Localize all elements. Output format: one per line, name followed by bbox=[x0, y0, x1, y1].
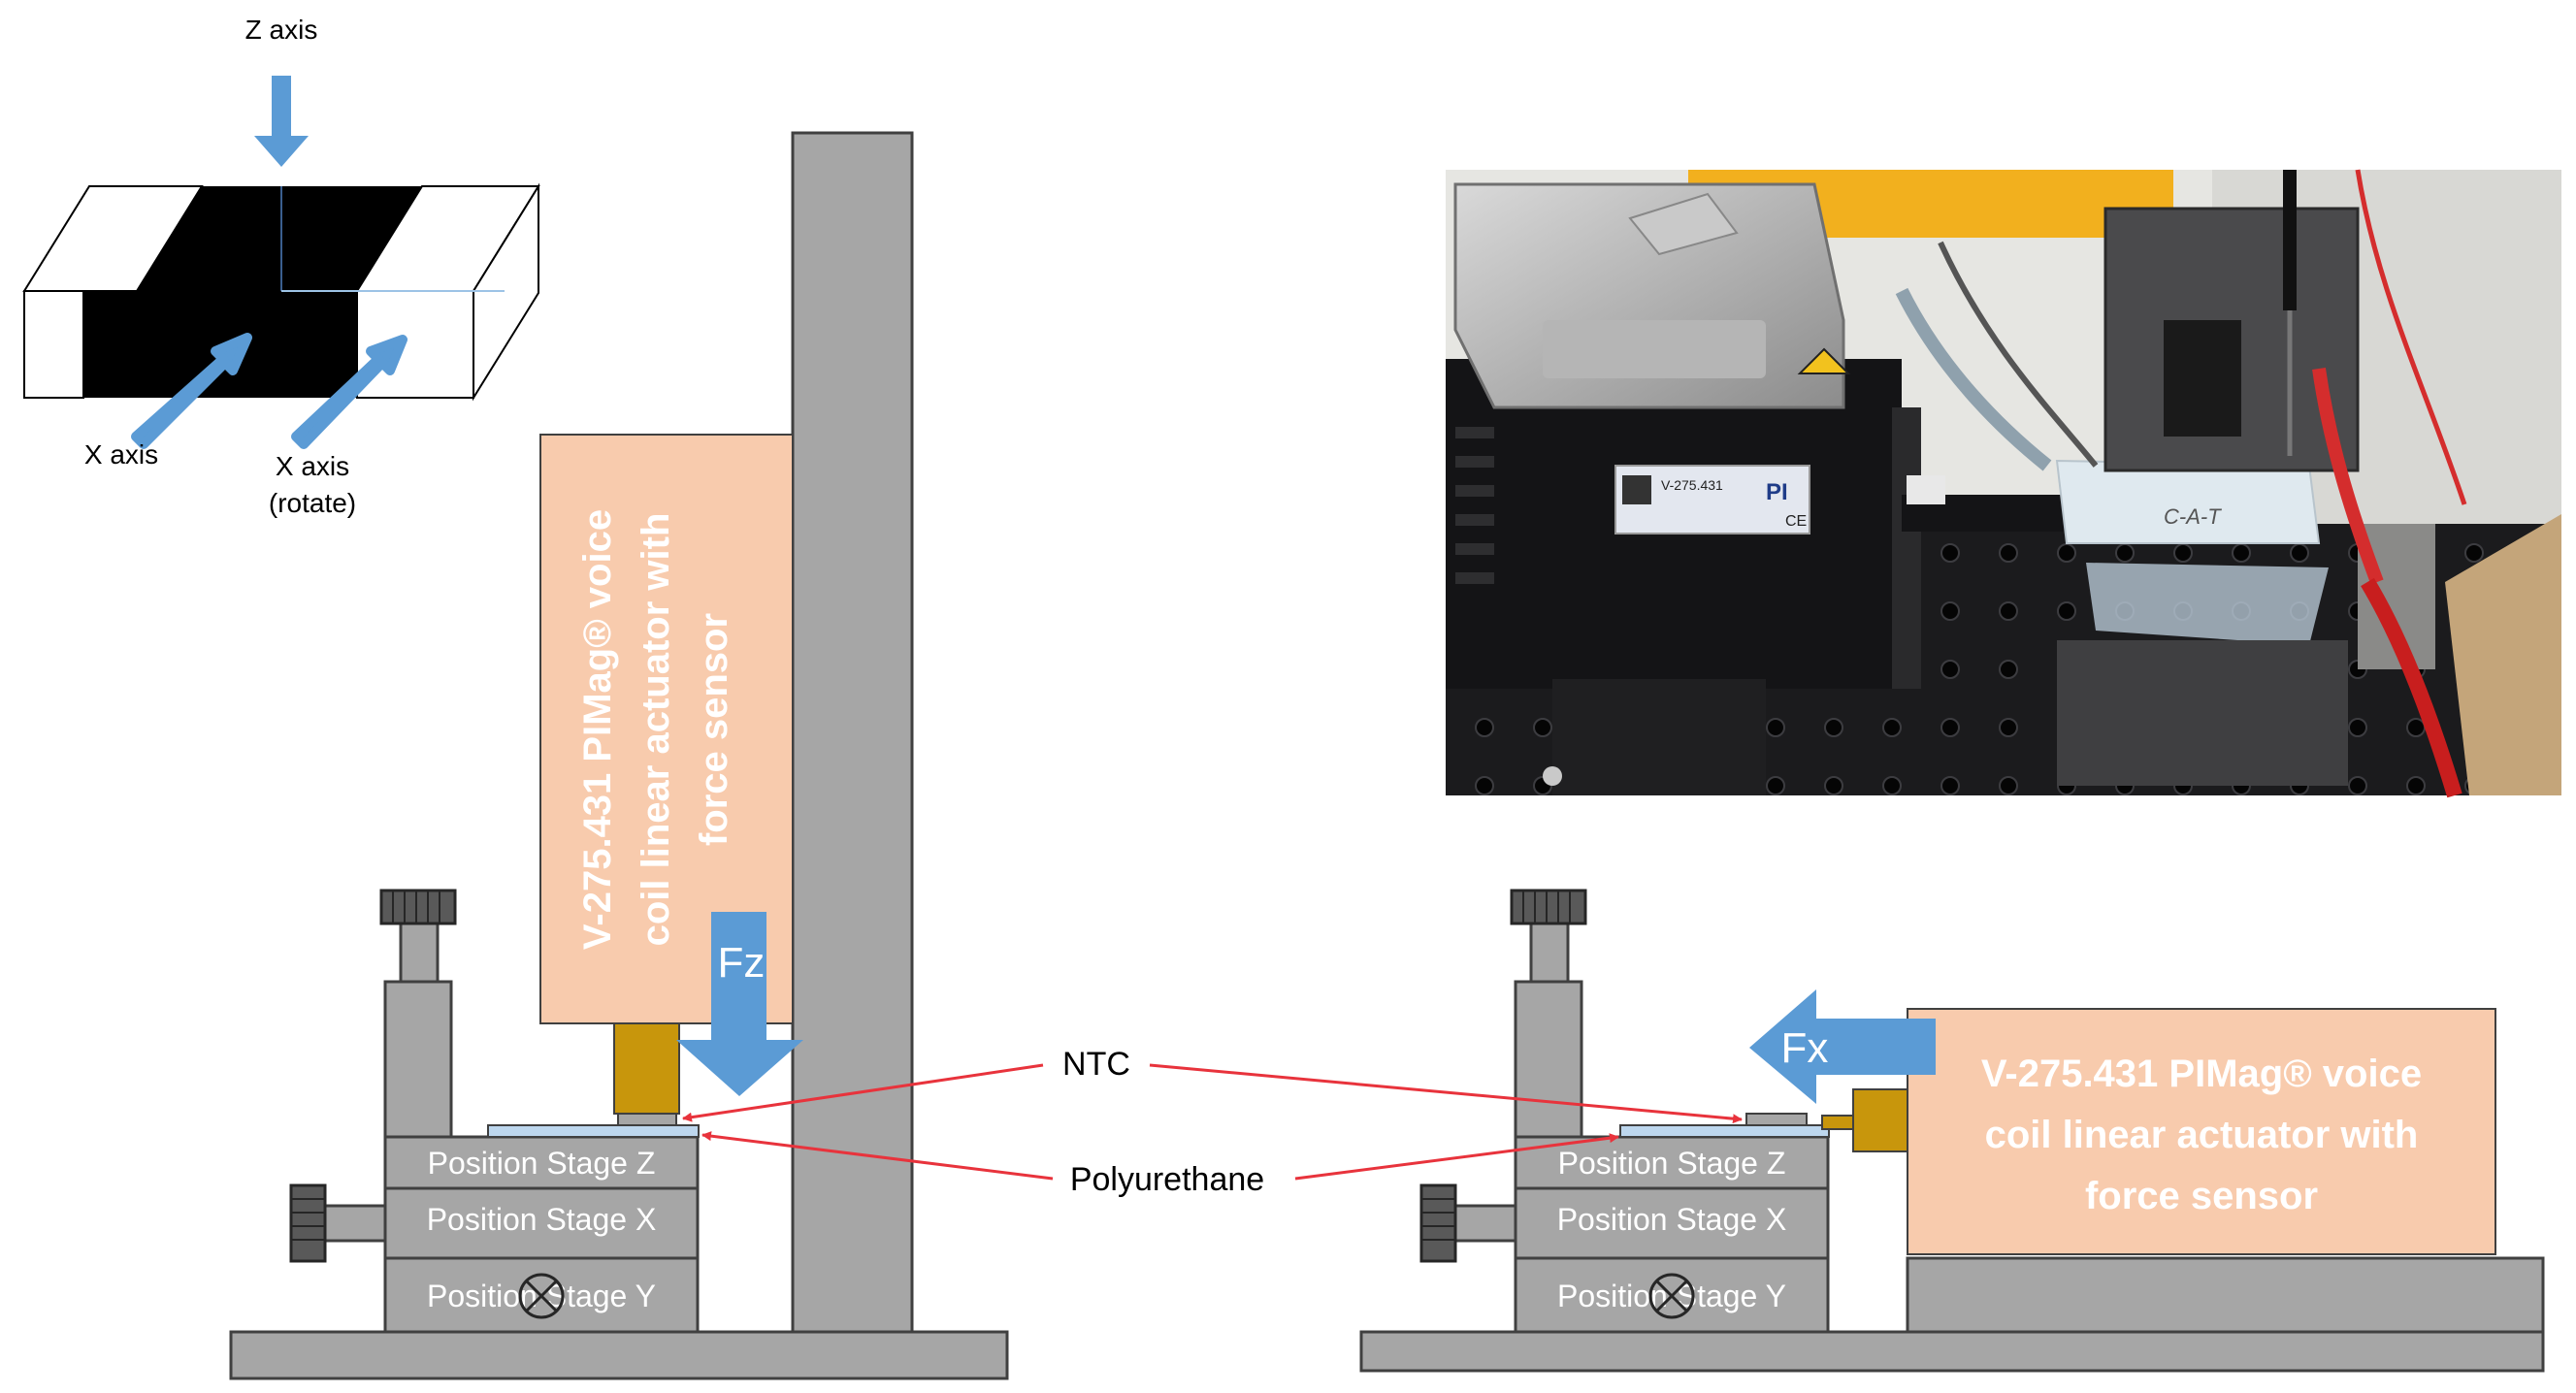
svg-text:force sensor: force sensor bbox=[693, 613, 735, 846]
svg-text:V-275.431 PIMag® voice: V-275.431 PIMag® voice bbox=[576, 509, 619, 950]
left-side-knob-stem bbox=[323, 1204, 387, 1243]
x-axis-arrow bbox=[131, 333, 252, 449]
left-stage-x bbox=[383, 1186, 700, 1260]
fz-label: Fz bbox=[718, 939, 766, 987]
setup-photo: V-275.431 PI CE C-A-T bbox=[1446, 169, 2561, 798]
left-force-sensor-tip bbox=[613, 1022, 680, 1115]
right-into-page-symbol bbox=[1648, 1273, 1695, 1319]
ntc-callout-label: NTC bbox=[1062, 1046, 1130, 1083]
callouts: NTC Polyurethane bbox=[682, 1046, 1743, 1198]
ntc-leader-left bbox=[682, 1063, 1044, 1122]
chip-left-cap-front bbox=[23, 290, 84, 399]
left-stage-x-label: Position Stage X bbox=[427, 1202, 657, 1237]
polyurethane-callout-label: Polyurethane bbox=[1070, 1161, 1264, 1198]
left-stage-z bbox=[383, 1135, 700, 1190]
right-stage-x-label: Position Stage X bbox=[1557, 1202, 1787, 1237]
svg-text:PI: PI bbox=[1766, 479, 1788, 505]
svg-text:V-275.431: V-275.431 bbox=[1661, 477, 1723, 493]
svg-text:CE: CE bbox=[1785, 513, 1807, 530]
x-axis-rotate-arrow bbox=[291, 335, 408, 449]
fx-label: Fx bbox=[1781, 1024, 1829, 1072]
polyurethane-leader-left bbox=[701, 1131, 1054, 1181]
axes-inset: Z axis X axis X axis (rotate) bbox=[22, 15, 540, 518]
x-axis-label: X axis bbox=[84, 439, 158, 470]
right-actuator bbox=[1907, 1008, 2496, 1255]
right-side-knob-stem bbox=[1453, 1204, 1517, 1243]
right-actuator-mount bbox=[1906, 1256, 2545, 1334]
left-top-knob-stem bbox=[399, 922, 440, 984]
chip-right-cap-front bbox=[356, 290, 474, 399]
right-polyurethane bbox=[1619, 1124, 1830, 1138]
fz-force-arrow bbox=[676, 912, 803, 1096]
ntc-leader-right bbox=[1149, 1063, 1743, 1124]
right-setup: Position Stage Z Position Stage X Positi… bbox=[1359, 889, 2545, 1373]
left-setup: Position Stage Z Position Stage X Positi… bbox=[229, 131, 1009, 1380]
right-side-knob[interactable] bbox=[1419, 1183, 1457, 1263]
left-stage-z-label: Position Stage Z bbox=[428, 1146, 656, 1181]
chip-right-side bbox=[473, 182, 539, 402]
left-ntc bbox=[617, 1113, 677, 1126]
photo-sample bbox=[2055, 459, 2321, 544]
right-force-sensor-tip bbox=[1852, 1088, 1908, 1152]
right-top-knob-stem bbox=[1529, 922, 1570, 984]
right-stage-z-label: Position Stage Z bbox=[1558, 1146, 1786, 1181]
svg-text:coil linear actuator with: coil linear actuator with bbox=[1985, 1114, 2419, 1156]
left-polyurethane bbox=[487, 1124, 700, 1138]
right-ntc bbox=[1745, 1113, 1808, 1126]
left-stage-z-upright bbox=[383, 980, 453, 1139]
svg-text:force sensor: force sensor bbox=[2085, 1175, 2318, 1217]
left-side-knob[interactable] bbox=[289, 1183, 327, 1263]
svg-text:V-275.431 PIMag® voice: V-275.431 PIMag® voice bbox=[1981, 1053, 2422, 1095]
z-axis-arrow bbox=[254, 76, 309, 167]
svg-text:C-A-T: C-A-T bbox=[2164, 504, 2222, 529]
left-pillar bbox=[791, 131, 914, 1334]
fx-force-arrow bbox=[1749, 989, 1936, 1104]
polyurethane-leader-right bbox=[1294, 1133, 1619, 1181]
right-base-plate bbox=[1359, 1330, 2545, 1373]
right-stage-z bbox=[1514, 1135, 1830, 1190]
x-axis-rotate-label: X axis bbox=[276, 451, 349, 481]
right-actuator-text: V-275.431 PIMag® voice coil linear actua… bbox=[1981, 1053, 2422, 1217]
right-stage-z-upright bbox=[1514, 980, 1583, 1139]
svg-text:coil linear actuator with: coil linear actuator with bbox=[635, 513, 677, 947]
left-into-page-symbol bbox=[518, 1273, 565, 1319]
right-pusher-pin bbox=[1821, 1115, 1854, 1130]
x-axis-rotate-sublabel: (rotate) bbox=[269, 488, 356, 518]
left-base-plate bbox=[229, 1330, 1009, 1380]
left-actuator-text: V-275.431 PIMag® voice coil linear actua… bbox=[576, 509, 735, 950]
z-axis-label: Z axis bbox=[245, 15, 318, 45]
photo-stage-block bbox=[2057, 640, 2348, 786]
